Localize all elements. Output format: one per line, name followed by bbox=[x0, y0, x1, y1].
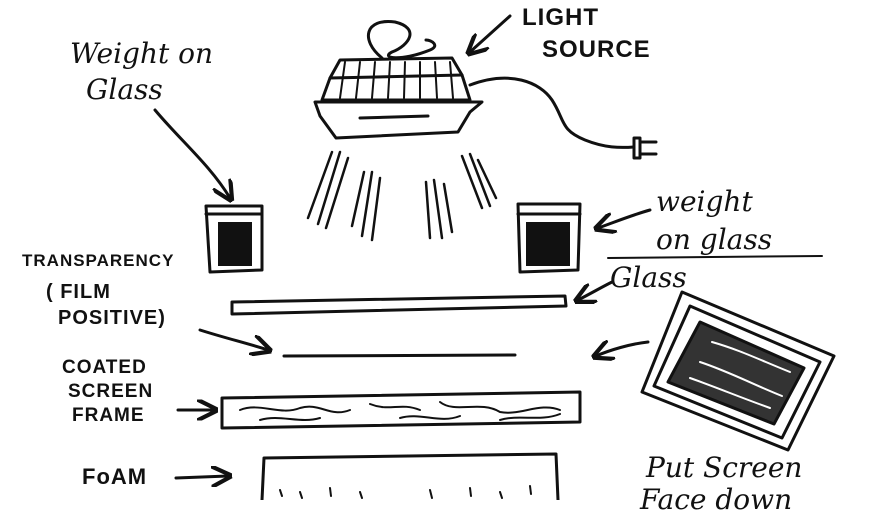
light-rays bbox=[306, 150, 498, 242]
weight-left-icon bbox=[204, 204, 264, 274]
arrow-weight-right bbox=[598, 208, 652, 228]
arrow-light-source bbox=[470, 14, 512, 52]
label-weight-left-2: Glass bbox=[86, 73, 163, 106]
label-weight-left-1: Weight on bbox=[70, 37, 214, 70]
label-light-source-2: SOURCE bbox=[542, 36, 651, 63]
label-transparency-3: POSITIVE) bbox=[58, 307, 166, 329]
arrow-transparency bbox=[198, 328, 268, 350]
label-weight-right-2: on glass bbox=[656, 223, 773, 256]
label-put-screen-1: Put Screen bbox=[646, 451, 803, 484]
label-put-screen-2: Face down bbox=[640, 483, 793, 516]
lamp-icon bbox=[313, 20, 484, 140]
label-transparency-2: ( FILM bbox=[46, 281, 111, 303]
label-coated-1: COATED bbox=[62, 357, 147, 378]
arrow-face-down bbox=[596, 342, 650, 356]
arrow-weight-left bbox=[153, 108, 230, 198]
face-down-screen-icon bbox=[640, 290, 836, 452]
transparency-film bbox=[282, 353, 517, 358]
label-weight-right-1: weight bbox=[656, 185, 753, 218]
label-light-source-1: LIGHT bbox=[522, 4, 599, 31]
label-coated-2: SCREEN bbox=[68, 381, 154, 402]
weight-right-icon bbox=[516, 202, 582, 274]
arrow-glass bbox=[578, 280, 614, 300]
foam-block bbox=[260, 452, 560, 500]
label-coated-3: FRAME bbox=[72, 405, 145, 426]
exposure-diagram bbox=[153, 14, 836, 500]
label-glass: Glass bbox=[610, 261, 687, 294]
plug-icon bbox=[468, 76, 658, 160]
label-transparency-1: TRANSPARENCY bbox=[22, 251, 175, 270]
screen-frame bbox=[220, 390, 582, 430]
arrow-foam bbox=[174, 476, 228, 478]
label-foam: FoAM bbox=[82, 464, 148, 489]
glass-pane bbox=[230, 294, 568, 316]
underline-on-glass bbox=[607, 255, 823, 259]
